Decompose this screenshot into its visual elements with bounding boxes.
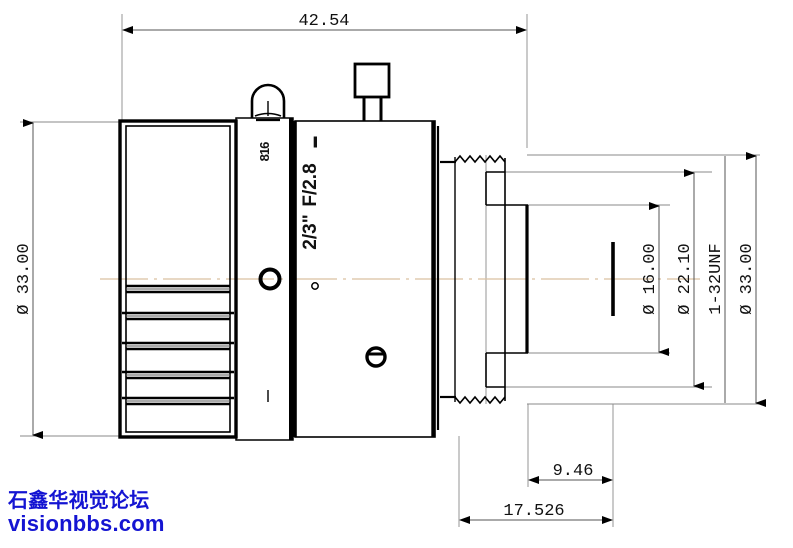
engraving-scale: 816: [257, 142, 272, 161]
dimension-labels: 42.54 Ø 33.00 Ø 16.00 Ø 22.10 1-32UNF Ø …: [15, 12, 757, 521]
watermark-chinese: 石鑫华视觉论坛: [8, 490, 150, 512]
lens-body: [118, 62, 615, 441]
dim-od-right: Ø 33.00: [738, 243, 757, 314]
mount-step: [485, 172, 529, 387]
dimension-lines: [23, 26, 766, 524]
adjust-knob: [353, 62, 391, 121]
engraving-aperture: F/2.8: [300, 163, 321, 206]
dim-bore22: Ø 22.10: [676, 243, 695, 314]
dim-od-left: Ø 33.00: [15, 243, 34, 314]
aperture-barrel: [235, 117, 294, 441]
rear-barrel: [293, 120, 440, 438]
watermark-site: visionbbs.com: [8, 511, 165, 536]
engraving-format: 2/3": [300, 214, 321, 249]
dim-overall-length: 42.54: [298, 12, 349, 31]
engraving-mark: ▬: [308, 137, 320, 148]
dim-mount-step: 9.46: [553, 462, 594, 481]
dim-bore16: Ø 16.00: [641, 243, 660, 314]
mount-thread: [440, 154, 506, 405]
focus-ring-group: [118, 119, 238, 439]
barrel-details: [258, 267, 387, 402]
dim-thread-spec: 1-32UNF: [707, 243, 726, 314]
lock-screw-dome: [250, 83, 286, 122]
barrel-engravings: 816 ▬ F/2.8 2/3": [257, 137, 321, 250]
dim-mount-length: 17.526: [503, 502, 564, 521]
